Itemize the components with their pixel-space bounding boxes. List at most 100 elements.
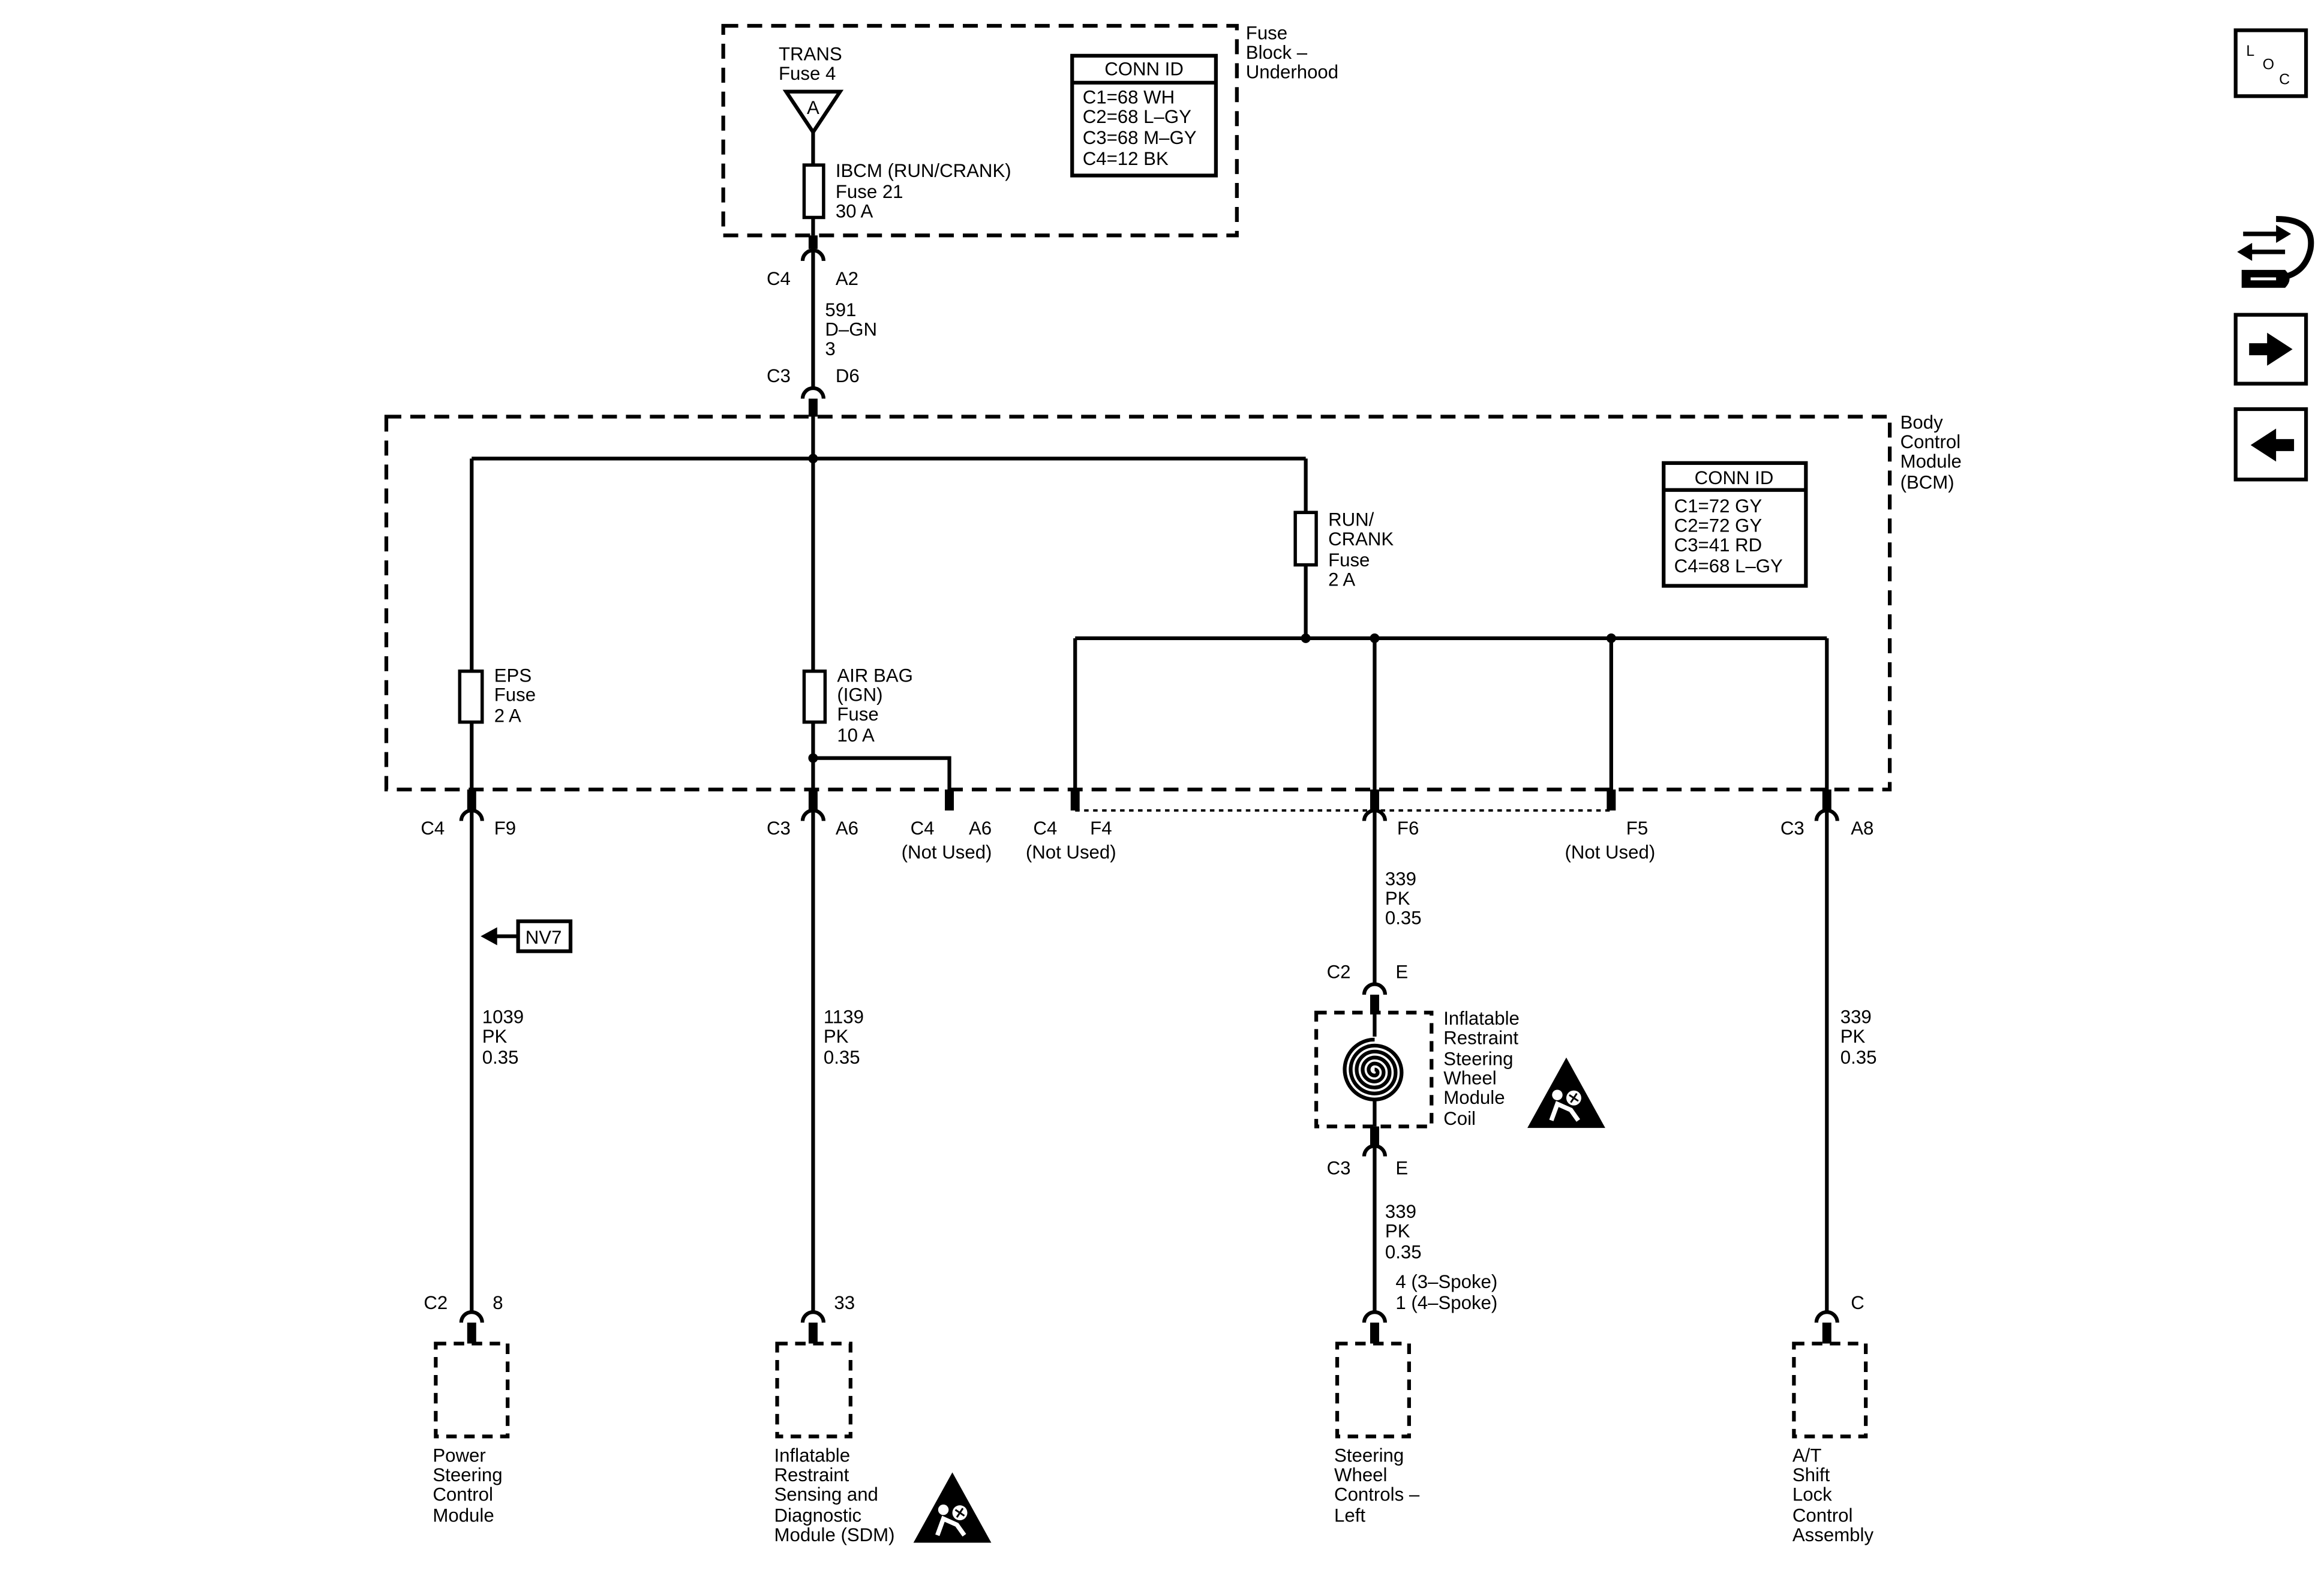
connector-pin-number: C [1851,1292,1864,1313]
connector-terminal-arc [459,1310,484,1323]
run-crank-fuse-name-1: RUN/ [1328,509,1374,530]
airbag-warning-icon [1527,1057,1605,1128]
connector-c4-a6-not-used: C4 A6 (Not Used) [902,789,992,863]
wire-size: 0.35 [1385,908,1422,929]
splice-node [1301,633,1311,643]
sdm-module-box [775,1341,852,1439]
coil-name-line: Steering [1443,1048,1513,1069]
connector-id: C4 [421,818,445,839]
conn-id-header: CONN ID [1104,58,1184,79]
connector-pin-number: E [1395,962,1408,983]
connector-pin-number: 4 (3–Spoke) [1395,1271,1497,1292]
wire-circuit: 339 [1840,1006,1872,1027]
component-name-line: Steering [433,1464,502,1485]
loc-button[interactable]: L O C [2233,28,2308,98]
shift-lock-assembly-box [1792,1341,1868,1439]
connector-terminal-arc [800,386,825,399]
connector-c4-f4-not-used: C4 F4 (Not Used) [1026,789,1116,863]
airbag-fuse-name: AIR BAG [837,665,913,686]
airbag-warning-icon [913,1472,992,1543]
fuse-block-title-line-2: Block – [1246,42,1308,63]
airbag-fuse-symbol [802,670,827,724]
power-steering-module-box [434,1341,510,1439]
connector-id: C3 [767,818,791,839]
connector-id: C4 [1033,818,1057,839]
loc-letter-l: L [2246,43,2254,59]
component-name-line: Steering [1334,1445,1404,1466]
loc-icon[interactable] [2233,28,2308,98]
connector-terminal-arc [1814,1310,1839,1323]
component-name-line: Restraint [774,1464,849,1485]
run-crank-fuse-rating: 2 A [1328,569,1355,590]
body-control-module: Body Control Module (BCM) CONN ID C1=72 … [384,412,1962,792]
fuse-block-title-line-3: Underhood [1246,61,1338,82]
coil-name-line: Module [1443,1087,1505,1108]
not-used-note: (Not Used) [1565,842,1655,863]
connector-terminal-arc [1362,982,1388,995]
fuse-block-conn-id-table: CONN ID C1=68 WH C2=68 L–GY C3=68 M–GY C… [1070,53,1218,178]
component-name-line: Left [1334,1505,1365,1526]
wire-color: PK [1385,888,1410,909]
next-page-button[interactable] [2233,313,2308,386]
conn-id-row: C4=12 BK [1083,148,1169,169]
run-crank-fuse-name-2: CRANK [1328,529,1394,550]
feed-wire-size: 3 [825,338,835,359]
conn-id-row: C4=68 L–GY [1674,556,1783,577]
wire-color: PK [482,1026,508,1047]
bcm-outline [384,415,1892,792]
connector-c3-a6: C3 A6 [767,789,858,839]
nv7-reference-link[interactable]: NV7 [481,919,573,953]
connector-pin-number: A6 [969,818,992,839]
component-name-line: Module (SDM) [774,1524,895,1545]
ibcm-fuse-name: IBCM (RUN/CRANK) [836,160,1011,181]
connector-id: C3 [767,365,791,386]
loc-letter-o: O [2263,56,2274,73]
harness-curve [2276,215,2314,279]
coil-name-line: Coil [1443,1108,1476,1129]
sdm-circuit: 1139 PK 0.35 33 Inflatable Restraint Sen… [774,810,992,1545]
ibcm-fuse-rating: 30 A [836,200,873,221]
fuse-block-outline [721,23,1239,238]
splice-node [1606,633,1616,643]
ibcm-fuse-number: Fuse 21 [836,181,903,202]
component-name-line: Power [433,1445,485,1466]
wire-size: 0.35 [824,1047,860,1068]
ibcm-fuse-symbol [802,163,825,220]
coil-name-line: Inflatable [1443,1008,1520,1029]
splice-node [1370,633,1380,643]
connector-pin-number: F9 [494,818,516,839]
feed-wire-circuit: 591 [825,299,856,320]
connector-pin-number: F6 [1397,818,1419,839]
warning-triangle [1527,1057,1605,1128]
bcm-title-line-2: Control [1900,431,1961,452]
connector-pin-number: A8 [1851,818,1873,839]
connector-terminal-arc [800,1310,825,1323]
connector-c3-d6: C3 D6 [767,365,860,417]
coil-name-line: Wheel [1443,1068,1496,1089]
airbag-fold-lines [954,1508,965,1518]
component-name-line: Shift [1792,1464,1830,1485]
loc-letter-c: C [2279,71,2290,88]
component-name-line: Control [1792,1505,1853,1526]
connector-pin-number: F4 [1090,818,1112,839]
power-steering-circuit: NV7 1039 PK 0.35 C2 8 Power Steering Con… [424,810,573,1526]
airbag-fold-lines [1569,1092,1579,1103]
wire-color: PK [1385,1220,1410,1241]
connector-pin-number: F5 [1626,818,1648,839]
trans-fuse-name: TRANS [779,43,842,64]
conn-id-row: C2=68 L–GY [1083,106,1191,127]
clockspring-coil-icon [1343,1037,1404,1101]
left-arrow-head [2237,242,2253,261]
occupant-body [935,1515,966,1537]
occupant-head [938,1504,949,1515]
component-name-line: Wheel [1334,1464,1387,1485]
airbag-fuse-circuit: (IGN) [837,685,882,706]
shift-lock-circuit: 339 PK 0.35 C A/T Shift Lock Control Ass… [1792,810,1876,1545]
previous-page-button[interactable] [2233,407,2308,482]
feed-wire-color: D–GN [825,319,877,340]
wire-color: PK [1840,1026,1866,1047]
component-view-icon[interactable] [2237,215,2314,288]
bcm-title-line-1: Body [1900,412,1943,433]
connector-pin-number: D6 [836,365,860,386]
